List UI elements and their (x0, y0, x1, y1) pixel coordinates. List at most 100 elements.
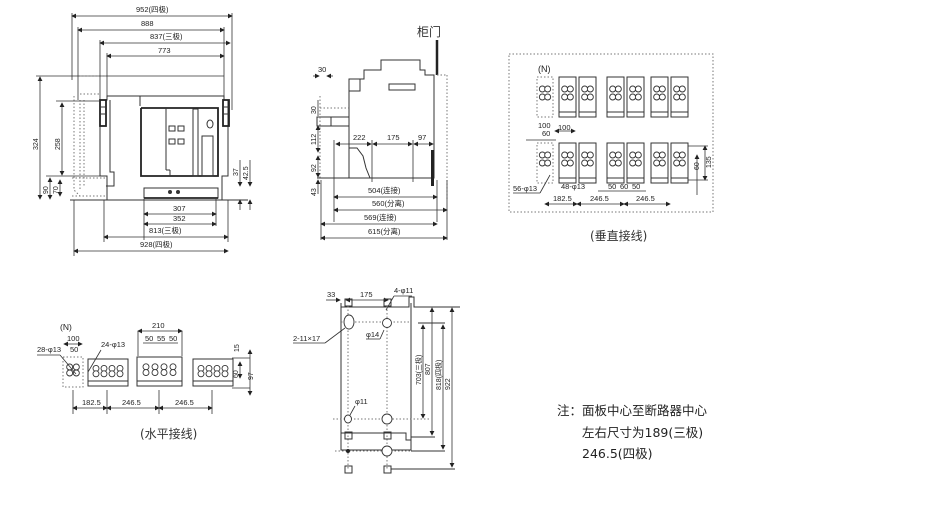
terminal-block (536, 142, 554, 184)
dim-258: 258 (55, 138, 62, 150)
bolt-hole (634, 159, 642, 167)
m-dim-4-11: 4-φ11 (394, 286, 413, 295)
bolt-hole (72, 369, 80, 377)
bolt-hole (586, 151, 594, 159)
terminal-block (650, 76, 669, 118)
bolt-hole (673, 159, 681, 167)
bolt-hole (614, 93, 622, 101)
dim-569: 569(连接) (364, 212, 397, 222)
v-dim-100b: 100 (558, 123, 571, 132)
bolt-hole (561, 93, 569, 101)
v-neutral-label: (N) (538, 64, 551, 74)
dim-92: 92 (311, 164, 318, 172)
v-dim-246-5a: 246.5 (590, 194, 609, 203)
side-view: 柜门 30 30 112 92 43 222 175 97 (311, 24, 448, 241)
bolt-hole (142, 363, 150, 371)
dim-43: 43 (311, 188, 318, 196)
bolt-hole (658, 85, 666, 93)
terminal-block (606, 76, 625, 118)
bolt-hole (586, 159, 594, 167)
v-dim-60a: 60 (542, 129, 550, 138)
bolt-hole (609, 159, 617, 167)
bolt-hole (653, 93, 661, 101)
terminal-block (192, 358, 234, 387)
bolt-hole (197, 370, 205, 378)
terminal-outline (626, 142, 645, 184)
bolt-hole (658, 151, 666, 159)
bolt-hole (160, 363, 168, 371)
terminal-block (650, 142, 669, 184)
bolt-hole (160, 369, 168, 377)
bolt-hole (116, 370, 124, 378)
front-view: 952(四极) 888 837(三极) 773 (33, 4, 253, 256)
bolt-hole (658, 93, 666, 101)
bolt-hole (581, 93, 589, 101)
note-line-3: 246.5(四极) (582, 446, 653, 461)
terminal-block (558, 142, 577, 184)
bolt-hole (609, 93, 617, 101)
note-line-2: 左右尺寸为189(三极) (582, 425, 703, 440)
bolt-hole (678, 159, 686, 167)
bolt-hole (100, 370, 108, 378)
bolt-hole (169, 369, 177, 377)
bolt-hole (566, 93, 574, 101)
terminal-block (87, 358, 129, 387)
bolt-hole (609, 151, 617, 159)
v-dim-246-5b: 246.5 (636, 194, 655, 203)
bolt-hole (205, 370, 213, 378)
terminal-outline (536, 142, 554, 184)
dim-42-5: 42.5 (243, 166, 250, 180)
m-dim-33: 33 (327, 290, 335, 299)
m-slot-label: 2-11×17 (293, 334, 320, 343)
dim-30-top: 30 (318, 65, 326, 74)
bolt-hole (66, 369, 74, 377)
dim-112: 112 (311, 134, 318, 145)
terminal-outline (62, 356, 84, 388)
terminal-outline (650, 76, 669, 118)
bolt-hole (678, 151, 686, 159)
v-dim-135: 135 (706, 156, 713, 168)
bolt-hole (221, 370, 229, 378)
bolt-hole (92, 370, 100, 378)
bolt-hole (72, 363, 80, 371)
terminal-outline (136, 356, 183, 387)
bolt-hole (566, 85, 574, 93)
bolt-hole (629, 159, 637, 167)
bolt-hole (566, 151, 574, 159)
h-dim-60: 60 (233, 370, 240, 378)
bolt-hole (634, 151, 642, 159)
bolt-hole (142, 369, 150, 377)
m-phi11-label: φ11 (355, 397, 368, 406)
dim-888: 888 (141, 19, 154, 28)
bolt-hole (614, 159, 622, 167)
bolt-hole (213, 370, 221, 378)
terminal-outline (558, 76, 577, 118)
h-dim-246-5b: 246.5 (175, 398, 194, 407)
terminal-outline (578, 76, 597, 118)
dim-504: 504(连接) (368, 185, 401, 195)
bolt-hole (653, 85, 661, 93)
h-dim-28-13: 28-φ13 (37, 345, 61, 354)
dim-70: 70 (53, 186, 60, 194)
h-dim-55: 55 (157, 334, 165, 343)
v-dim-60b: 60 (620, 182, 628, 191)
m-dim-703: 703(三极) (414, 355, 423, 385)
terminal-outline (558, 142, 577, 184)
h-dim-97: 97 (248, 372, 255, 380)
m-phi14-label: φ14 (366, 330, 379, 339)
v-dim-56-13: 56-φ13 (513, 184, 537, 193)
vertical-wiring: (N) 100 60 100 56-φ13 48-φ13 50 60 50 18… (508, 53, 714, 243)
v-dim-50b: 50 (632, 182, 640, 191)
bolt-hole (634, 93, 642, 101)
h-dim-15: 15 (234, 344, 241, 352)
bolt-hole (629, 151, 637, 159)
h-dim-50b: 50 (145, 334, 153, 343)
dim-97: 97 (418, 133, 426, 142)
bolt-hole (658, 159, 666, 167)
terminal-outline (606, 142, 625, 184)
h-dim-100: 100 (67, 334, 80, 343)
m-dim-818: 818(四极) (434, 360, 443, 390)
h-dim-182-5: 182.5 (82, 398, 101, 407)
v-dim-48-13: 48-φ13 (561, 182, 585, 191)
